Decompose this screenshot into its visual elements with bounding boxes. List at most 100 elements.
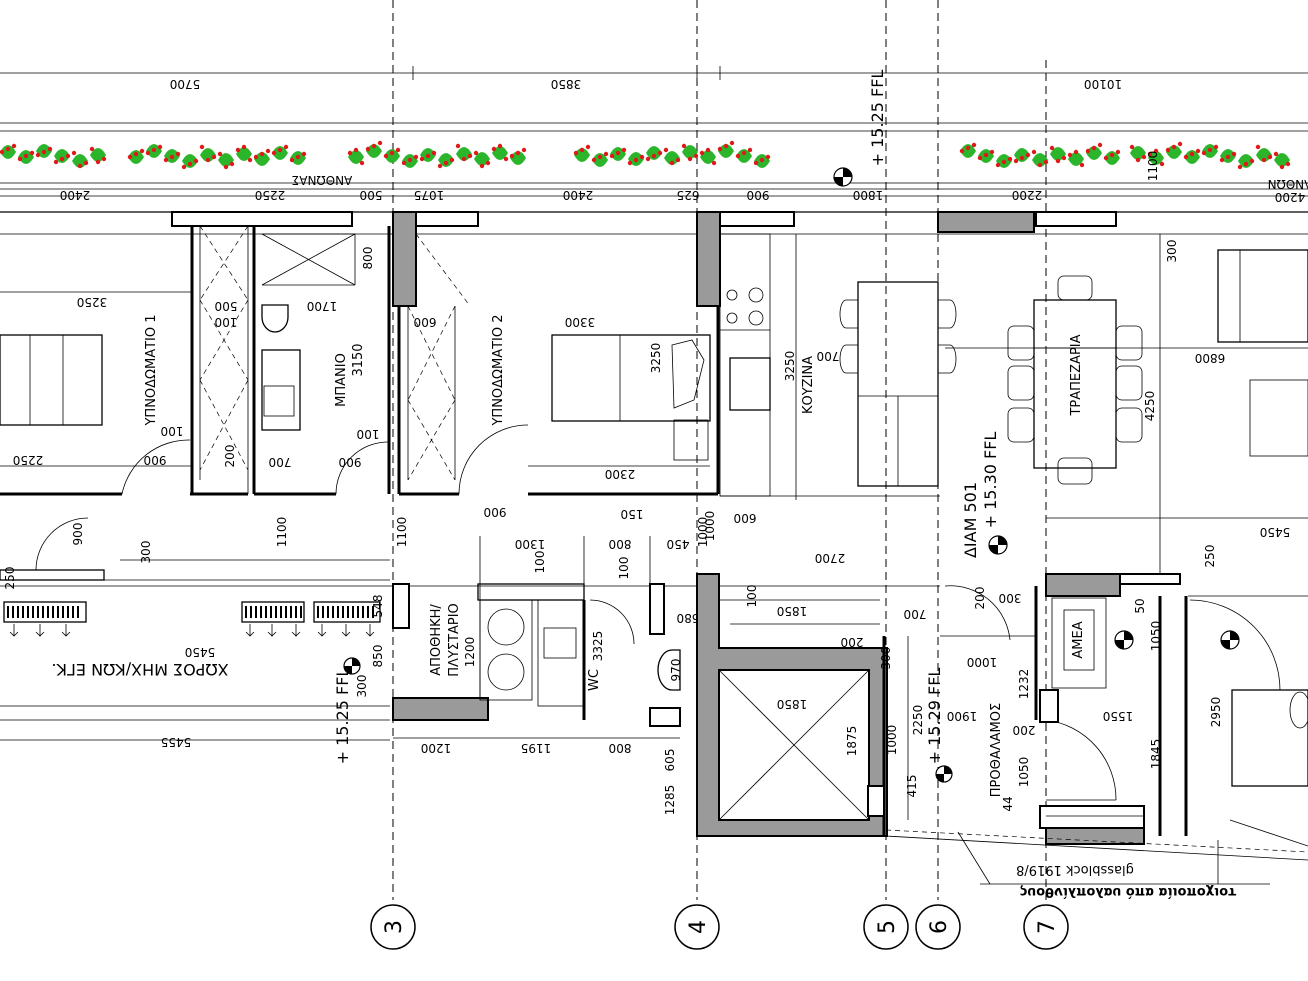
plant-flower bbox=[5, 146, 11, 152]
s-3325: 3325 bbox=[591, 631, 605, 662]
plant-flower bbox=[485, 160, 491, 166]
plant-flower bbox=[199, 144, 205, 150]
plant-flower bbox=[1273, 151, 1279, 157]
plant-flower bbox=[253, 154, 259, 160]
plant-flower bbox=[573, 150, 579, 156]
dim-p2: 2250 bbox=[255, 188, 286, 202]
h-1232: 1232 bbox=[1017, 669, 1031, 700]
plant-flower bbox=[1153, 148, 1159, 154]
h-1050: 1050 bbox=[1017, 757, 1031, 788]
plant-flower bbox=[663, 147, 669, 153]
b1-depth: 2250 bbox=[13, 453, 44, 467]
storage-label-b: ΠΛΥΣΤΑΡΙΟ bbox=[447, 603, 462, 677]
plant-flower bbox=[425, 153, 431, 159]
plant-flower bbox=[473, 150, 479, 156]
planter-label: ΑΝΘΩΝΑΣ bbox=[292, 173, 353, 187]
plant-leaf bbox=[72, 154, 88, 168]
airflow-arrow-icon bbox=[35, 624, 45, 637]
kitchen: 3250 600 2700 1000 700 ΚΟΥΖΙΝΑ bbox=[703, 233, 957, 565]
plant-flower bbox=[407, 157, 413, 163]
planter-dimension-chain: 2400 2250 500 1075 2400 625 900 1800 220… bbox=[60, 151, 1306, 263]
k-2700: 2700 bbox=[815, 551, 846, 565]
l-5450: 5450 bbox=[185, 645, 216, 659]
dim-p1: 2400 bbox=[60, 188, 91, 202]
b2-2300: 2300 bbox=[605, 467, 636, 481]
plant-flower bbox=[461, 156, 467, 162]
dim-p3: 500 bbox=[360, 188, 383, 202]
plant-flower bbox=[1073, 149, 1079, 155]
plant-flower bbox=[609, 153, 615, 159]
plant-flower bbox=[1243, 161, 1249, 167]
plant-flower bbox=[711, 160, 717, 166]
e-1875: 1875 bbox=[845, 726, 859, 757]
plant-flower bbox=[693, 153, 699, 159]
bath-100: 100 bbox=[215, 315, 238, 329]
dim-p4: 1075 bbox=[414, 188, 445, 202]
airflow-arrow-icon bbox=[267, 624, 277, 637]
plant-flower bbox=[133, 151, 139, 157]
plant-flower bbox=[401, 160, 407, 166]
k-600: 600 bbox=[734, 511, 757, 525]
plant-flower bbox=[977, 155, 983, 161]
r-1550: 1550 bbox=[1103, 709, 1134, 723]
plant-flower bbox=[1159, 161, 1165, 167]
plant-flower bbox=[139, 148, 145, 154]
bath-door-900: 900 bbox=[339, 455, 362, 469]
plant-leaf bbox=[646, 146, 662, 160]
plant-flower bbox=[17, 156, 23, 162]
plant-flower bbox=[1103, 155, 1109, 161]
plant-flower bbox=[1135, 157, 1141, 163]
plant-flower bbox=[705, 147, 711, 153]
bathroom: 800 500 100 1700 700 200 900 100 ΜΠΑΝΙΟ … bbox=[215, 226, 391, 496]
plant-flower bbox=[479, 163, 485, 169]
dining-chair bbox=[1007, 325, 1035, 361]
plant-leaf bbox=[456, 147, 472, 161]
c-1000v: 1000 bbox=[696, 517, 710, 548]
dim-p9: 2200 bbox=[1012, 188, 1043, 202]
plant-leaf bbox=[54, 149, 70, 163]
plant-flower bbox=[717, 146, 723, 152]
plant-flower bbox=[1085, 148, 1091, 154]
k-1000: 1000 bbox=[703, 511, 717, 542]
c-150: 150 bbox=[621, 507, 644, 521]
plant-flower bbox=[1019, 155, 1025, 161]
plant-flower bbox=[1091, 145, 1097, 151]
plant-flower bbox=[579, 147, 585, 153]
plant-flower bbox=[1055, 158, 1061, 164]
plant-flower bbox=[77, 163, 83, 169]
dining-chair bbox=[1115, 407, 1143, 443]
plant-flower bbox=[989, 149, 995, 155]
b2-label: ΥΠΝΟΔΩΜΑΤΙΟ 2 bbox=[491, 314, 506, 426]
plant-leaf bbox=[510, 151, 526, 165]
plant-flower bbox=[729, 140, 735, 146]
plant-flower bbox=[83, 160, 89, 166]
plant-flower bbox=[455, 143, 461, 149]
plant-flower bbox=[627, 160, 633, 166]
plant-flower bbox=[229, 161, 235, 167]
airflow-arrow-icon bbox=[317, 624, 327, 637]
plant-flower bbox=[95, 159, 101, 165]
plant-leaf bbox=[1014, 148, 1030, 162]
h-1000v: 1000 bbox=[885, 725, 899, 756]
dim-top-5700: 5700 bbox=[170, 77, 201, 91]
e-1850: 1850 bbox=[777, 697, 808, 711]
airflow-arrow-icon bbox=[245, 624, 255, 637]
plant-flower bbox=[127, 154, 133, 160]
dining-living: ΤΡΑΠΕΖΑΡΙΑ 6800 4250 5450 bbox=[945, 234, 1308, 580]
b2-600: 600 bbox=[414, 315, 437, 329]
dim-p7: 900 bbox=[747, 188, 770, 202]
plant-flower bbox=[1249, 158, 1255, 164]
airflow-arrow-icon bbox=[291, 624, 301, 637]
plant-flower bbox=[383, 153, 389, 159]
plant-flower bbox=[283, 144, 289, 150]
h-415: 415 bbox=[905, 775, 919, 798]
plant-flower bbox=[591, 157, 597, 163]
plant-flower bbox=[1219, 157, 1225, 163]
hall: ΠΡΟΘΑΛΑΜΟΣ 300 700 200 1000 1900 2250 10… bbox=[867, 585, 1145, 845]
plant-flower bbox=[11, 143, 17, 149]
h-200b: 200 bbox=[1013, 723, 1036, 737]
c-450: 450 bbox=[667, 537, 690, 551]
plant-flower bbox=[289, 157, 295, 163]
b2-width: 3300 bbox=[565, 315, 596, 329]
plant-flower bbox=[151, 147, 157, 153]
